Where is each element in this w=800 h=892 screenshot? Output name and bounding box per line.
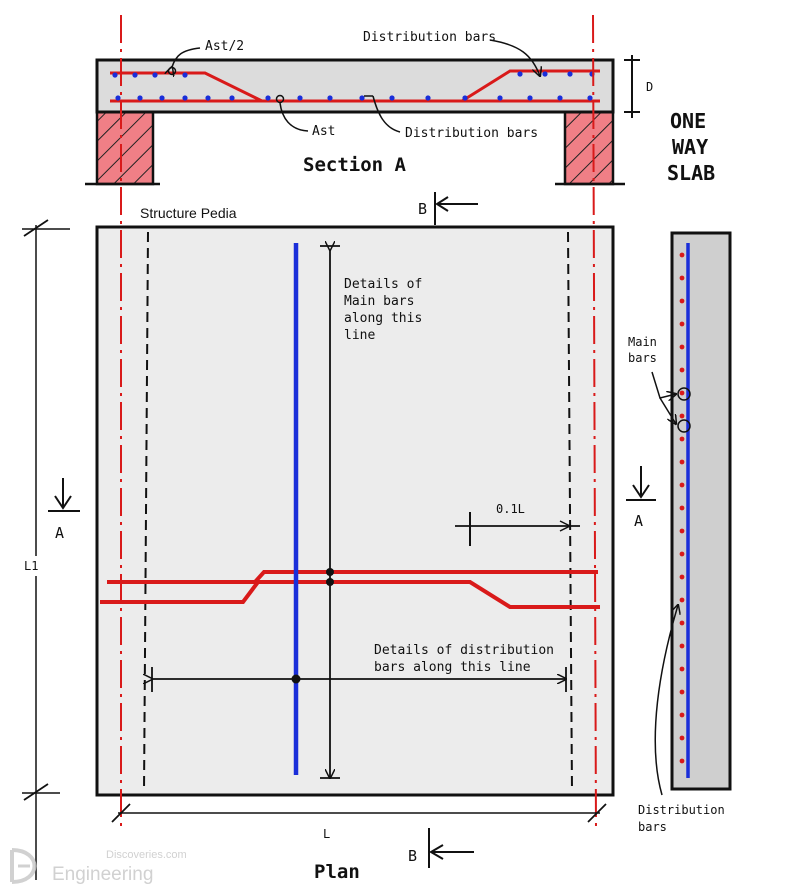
section-a: Ast/2 Ast Distribution bars Distribution… [85, 30, 715, 186]
section-b: Main bars Distribution bars [628, 231, 732, 834]
right-support [563, 110, 615, 186]
distribution-bars-side-2: bars [638, 820, 667, 834]
distribution-bars-mid-label: Distribution bars [405, 126, 538, 141]
plan-main-bar-lower [100, 580, 600, 609]
plan-view: Details of Main bars along this line Det… [22, 14, 656, 883]
main-details-line1: Details of [344, 277, 422, 292]
slab-side-section [670, 231, 732, 791]
slab-section [95, 58, 615, 114]
distribution-bars-top-label: Distribution bars [363, 30, 496, 45]
section-b-marker-bottom: B [408, 847, 417, 865]
section-a-marker-left: A [55, 524, 64, 542]
distribution-bars-side-1: Distribution [638, 803, 725, 817]
main-details-line3: along this [344, 311, 422, 326]
l1-label: L1 [24, 559, 38, 573]
plan-main-bar-upper [107, 570, 598, 584]
main-bars-label-2: bars [628, 351, 657, 365]
section-a-title: Section A [303, 154, 407, 176]
engineering-discoveries-logo-icon [10, 848, 37, 884]
depth-label: D [646, 80, 653, 94]
credit-label: Structure Pedia [140, 205, 237, 221]
section-a-marker-right: A [634, 512, 643, 530]
title-way: WAY [672, 135, 708, 159]
distribution-bar-dots [112, 71, 595, 101]
ast-half-label: Ast/2 [205, 39, 244, 54]
slab-plan [95, 225, 615, 797]
title-slab: SLAB [667, 161, 715, 185]
bent-up-bar [110, 69, 600, 103]
point-one-l-label: 0.1L [496, 502, 525, 516]
side-distribution-dots [679, 252, 685, 764]
main-details-line2: Main bars [344, 294, 414, 309]
plan-title: Plan [314, 861, 360, 883]
l-label: L [323, 827, 330, 841]
section-b-marker-top: B [418, 200, 427, 218]
watermark-line2: Engineering [52, 864, 153, 885]
left-support [95, 110, 155, 186]
watermark: Discoveries.com Engineering [10, 848, 187, 885]
watermark-line1: Discoveries.com [106, 849, 187, 861]
ast-label: Ast [312, 124, 335, 139]
main-bars-label-1: Main [628, 335, 657, 349]
title-one: ONE [670, 109, 706, 133]
main-details-line4: line [344, 328, 375, 343]
right-support-centerline [592, 14, 597, 833]
dist-details-line2: bars along this line [374, 660, 531, 675]
dist-details-line1: Details of distribution [374, 643, 554, 658]
